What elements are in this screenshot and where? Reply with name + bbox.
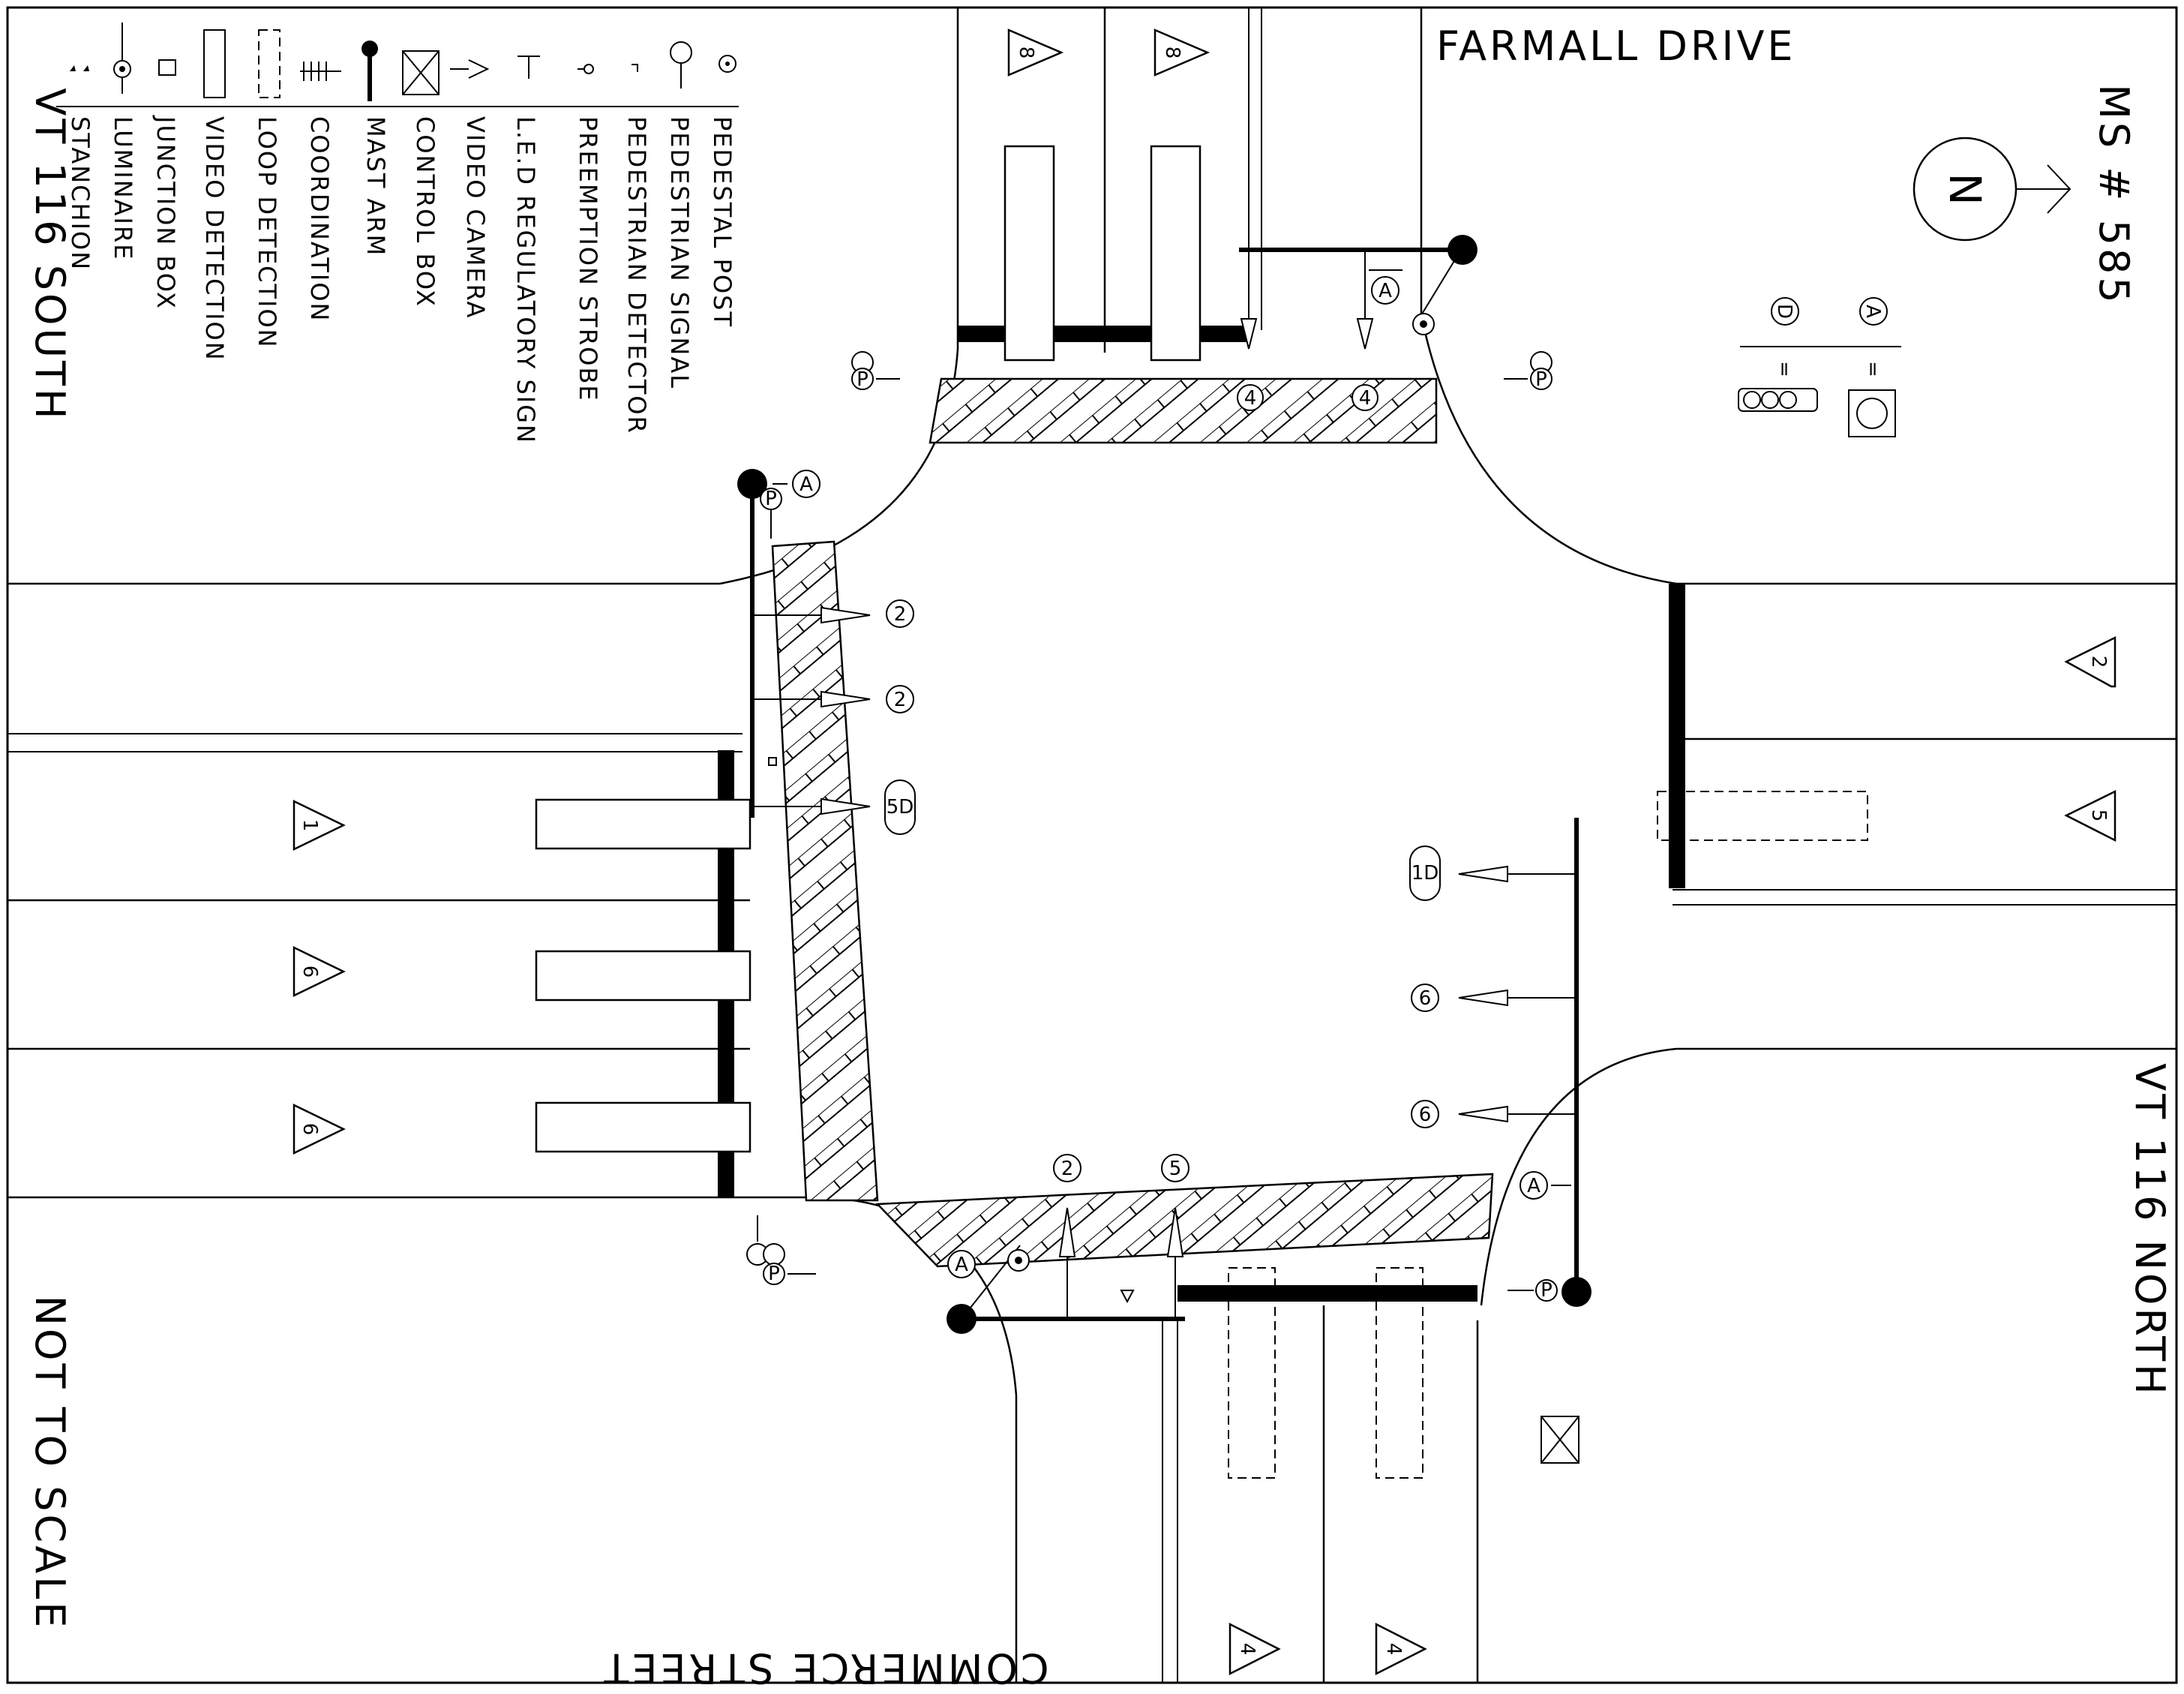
signal-id: MS # 585	[2090, 84, 2138, 306]
scale-note: NOT TO SCALE	[26, 1296, 74, 1631]
sign-marker-south: A	[955, 1254, 968, 1276]
crosswalk-north	[928, 377, 1438, 444]
sign-key: A = D =	[1738, 297, 1901, 437]
mast-arms	[737, 235, 1592, 1334]
legend: PEDESTAL POST PEDESTRIAN SIGNAL PEDESTRI…	[56, 23, 739, 444]
legend-item-13: LUMINAIRE	[109, 116, 137, 260]
legend-item-2: PEDESTRIAN SIGNAL	[665, 116, 694, 389]
loop-detectors	[1228, 791, 1868, 1479]
north-arrow-icon: N	[1912, 137, 2072, 242]
ped-label-se: P	[1540, 1279, 1552, 1302]
east-lane-2: 5	[2087, 809, 2110, 822]
regulatory-sign-legend-icon	[518, 56, 540, 79]
pedestrian-signal-icon	[670, 41, 692, 64]
street-name-south: COMMERCE STREET	[601, 1644, 1048, 1690]
south-lane-1: 4	[1236, 1643, 1258, 1656]
legend-item-9: COORDINATION	[305, 116, 334, 322]
ped-label-nw: P	[856, 368, 868, 391]
regulatory-signs: A A A A	[772, 269, 1571, 1278]
pedestrian-signals: P P P P P	[746, 351, 1558, 1302]
legend-item-7: CONTROL BOX	[411, 116, 440, 308]
loop-detection-icon	[258, 29, 280, 98]
ped-label-sw: P	[768, 1263, 780, 1285]
west-head-2-label: 2	[894, 689, 907, 711]
crosswalk-south	[875, 1173, 1494, 1268]
sign-key-d-eq: =	[1773, 361, 1796, 377]
east-head-1-label: 1D	[1412, 862, 1439, 885]
legend-item-6: VIDEO CAMERA	[461, 116, 490, 319]
east-lane-1: 2	[2087, 656, 2110, 668]
legend-item-8: MAST ARM	[362, 116, 390, 257]
field-equipment	[768, 313, 1580, 1464]
ped-label-ne: P	[1535, 368, 1547, 391]
north-lane-1: 8	[1015, 47, 1037, 59]
preemption-strobe-icon	[584, 64, 594, 74]
signal-heads: 4 4 2 2 5D 1D 6 6 2 5	[752, 250, 1576, 1319]
mast-arm-pole-sw	[946, 1304, 976, 1334]
sign-key-d-code: D	[1773, 304, 1796, 319]
crosswalks	[771, 377, 1494, 1268]
north-head-2-label: 4	[1359, 387, 1372, 410]
video-detection-icon	[203, 29, 226, 98]
mast-arm-pole-nw	[737, 469, 767, 499]
west-head-1-label: 2	[894, 603, 907, 626]
west-lane-2: 6	[298, 966, 321, 978]
regulatory-sign-icon	[1848, 389, 1896, 437]
drawing-border	[6, 6, 2178, 1684]
street-name-east: VT 116 NORTH	[2126, 1063, 2174, 1397]
south-head-1-label: 2	[1061, 1158, 1074, 1180]
south-lane-2: 4	[1382, 1643, 1405, 1656]
legend-item-3: PEDESTRIAN DETECTOR	[622, 116, 651, 434]
legend-item-4: PREEMPTION STROBE	[574, 116, 602, 402]
ped-label-w: P	[765, 488, 777, 510]
sign-marker-west: A	[800, 473, 813, 496]
pedestrian-detector-icon	[632, 64, 638, 72]
legend-item-11: VIDEO DETECTION	[200, 116, 229, 362]
lane-markers: 8 8 1 6 6 2 5 4 4	[292, 29, 2116, 1676]
sign-key-a-eq: =	[1862, 361, 1884, 377]
north-lane-2: 8	[1161, 47, 1184, 59]
video-camera-icon	[1120, 1290, 1135, 1304]
legend-item-1: PEDESTAL POST	[708, 116, 736, 328]
west-head-3-label: 5D	[886, 796, 914, 818]
west-lane-3: 6	[298, 1123, 321, 1136]
video-detection-zones	[535, 145, 1202, 1153]
mast-arm-pole-ne	[1448, 235, 1478, 265]
north-head-1-label: 4	[1244, 387, 1257, 410]
street-name-north: FARMALL DRIVE	[1436, 23, 1796, 70]
street-name-west: VT 116 SOUTH	[26, 88, 74, 422]
junction-box-legend-icon	[158, 59, 176, 76]
stanchion-icon	[70, 65, 89, 71]
sign-marker-north: A	[1378, 280, 1392, 302]
legend-item-5: L.E.D REGULATORY SIGN	[512, 116, 540, 444]
coordination-icon	[300, 62, 341, 81]
east-head-2-label: 6	[1419, 987, 1432, 1010]
west-lane-1: 1	[298, 819, 321, 832]
east-head-3-label: 6	[1419, 1104, 1432, 1126]
sign-marker-east: A	[1527, 1175, 1540, 1197]
sign-key-a-code: A	[1862, 305, 1884, 318]
video-camera-legend-icon	[450, 59, 490, 79]
mast-arm-pole-se	[1562, 1277, 1592, 1307]
crosswalk-west	[771, 540, 879, 1202]
legend-item-14: STANCHION	[66, 116, 94, 271]
junction-box-icon	[768, 757, 777, 766]
north-arrow-label: N	[1940, 173, 1990, 205]
legend-item-10: LOOP DETECTION	[253, 116, 281, 349]
legend-item-12: JUNCTION BOX	[152, 115, 180, 310]
south-head-2-label: 5	[1169, 1158, 1182, 1180]
